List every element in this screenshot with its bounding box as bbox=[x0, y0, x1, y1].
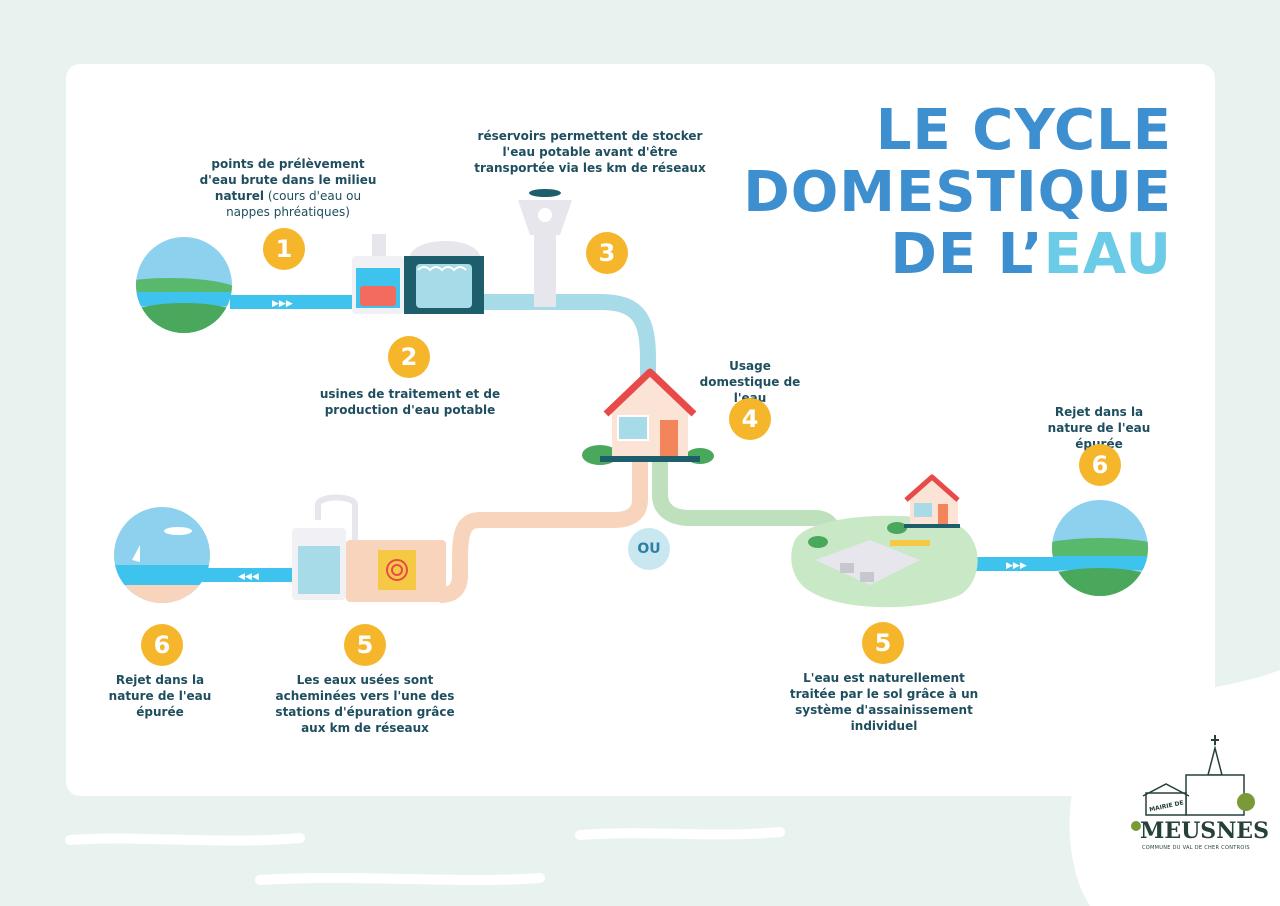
pipe-clean-water bbox=[482, 294, 656, 380]
step-4-badge: 4 bbox=[729, 398, 771, 440]
wave-2 bbox=[255, 873, 545, 885]
step-3-label: réservoirs permettent de stocker l'eau p… bbox=[474, 129, 706, 175]
river-source-illustration bbox=[136, 237, 232, 333]
pipe-source-to-plant bbox=[230, 295, 355, 309]
or-badge: OU bbox=[628, 528, 670, 570]
wastewater-station-illustration bbox=[292, 494, 446, 602]
step-1-text-light: (cours d'eau ou nappes phréatiques) bbox=[226, 189, 362, 219]
step-1-badge: 1 bbox=[263, 228, 305, 270]
step-2-label: usines de traitement et de production d'… bbox=[319, 387, 501, 417]
wave-3 bbox=[575, 827, 785, 840]
title-line-3-part-a: DE L’ bbox=[890, 222, 1044, 287]
treatment-plant-illustration bbox=[352, 234, 484, 314]
step-6-right-badge: 6 bbox=[1079, 444, 1121, 486]
flow-arrows-1: ▶▶▶ bbox=[272, 299, 293, 309]
step-6-left-badge: 6 bbox=[141, 624, 183, 666]
step-5-right-label: L'eau est naturellement traitée par le s… bbox=[789, 671, 979, 733]
pipe-septic-to-river bbox=[975, 557, 1060, 571]
logo-name: MEUSNES bbox=[1140, 818, 1269, 844]
pipe-waste-water bbox=[439, 460, 648, 603]
page-title: LE CYCLE DOMESTIQUE DE L’EAU bbox=[743, 100, 1172, 286]
title-line-3-part-b: EAU bbox=[1043, 222, 1172, 287]
title-line-3: DE L’EAU bbox=[743, 224, 1172, 286]
step-5-right-badge: 5 bbox=[862, 622, 904, 664]
house-illustration bbox=[582, 368, 714, 465]
title-line-1: LE CYCLE bbox=[875, 98, 1172, 163]
logo-subtitle: COMMUNE DU VAL DE CHER CONTROIS bbox=[1142, 845, 1250, 851]
step-3-badge: 3 bbox=[586, 232, 628, 274]
meusnes-logo-icon bbox=[1131, 735, 1255, 831]
step-1-label: points de prélèvement d'eau brute dans l… bbox=[198, 156, 378, 220]
river-outlet-right-illustration bbox=[1052, 500, 1148, 596]
title-line-2: DOMESTIQUE bbox=[743, 160, 1172, 225]
wave-1 bbox=[65, 833, 305, 846]
step-2-badge: 2 bbox=[388, 336, 430, 378]
pipe-station-to-river bbox=[200, 568, 300, 582]
flow-arrows-3: ▶▶▶ bbox=[1006, 561, 1027, 571]
water-tower-illustration bbox=[518, 189, 572, 307]
step-5-left-badge: 5 bbox=[344, 624, 386, 666]
septic-system-illustration bbox=[791, 474, 978, 608]
flow-arrows-2: ◀◀◀ bbox=[238, 572, 259, 582]
river-outlet-left-illustration bbox=[114, 507, 210, 603]
step-5-left-label: Les eaux usées sont acheminées vers l'un… bbox=[275, 673, 455, 735]
step-6-left-label: Rejet dans la nature de l'eau épurée bbox=[108, 673, 212, 719]
step-1-text-bold: points de prélèvement d'eau brute dans l… bbox=[199, 157, 377, 203]
